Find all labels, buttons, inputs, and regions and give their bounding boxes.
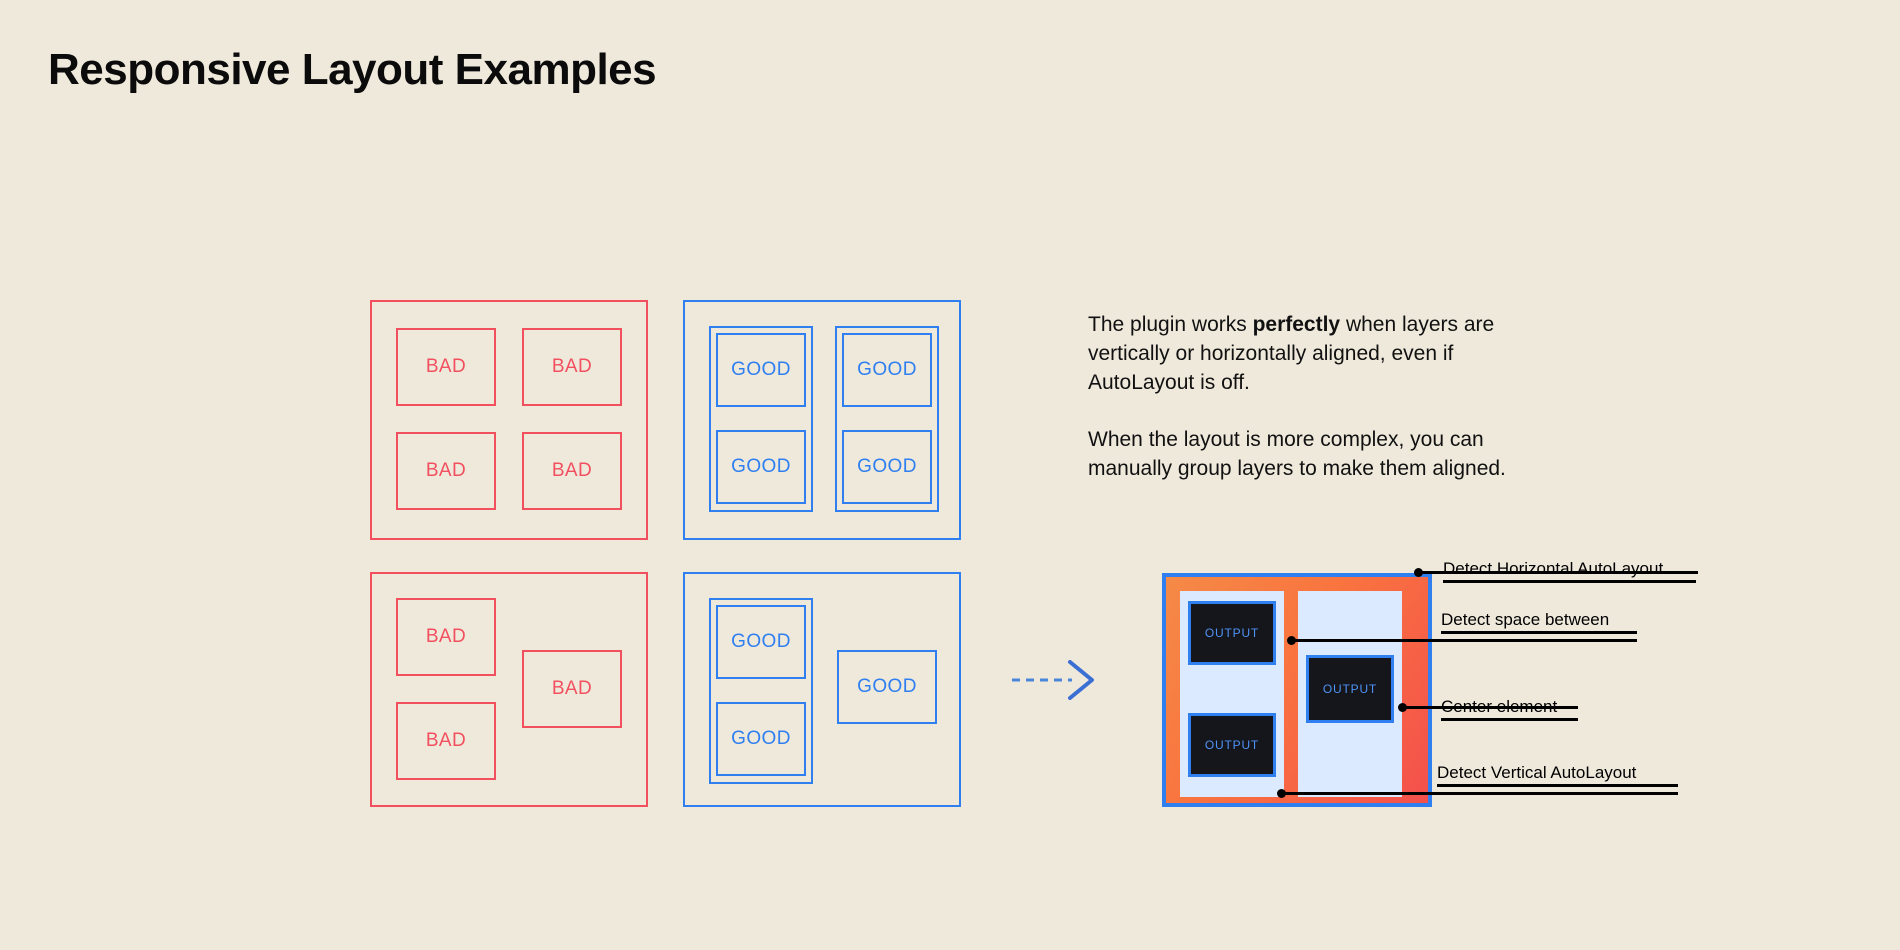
cell-good: GOOD [842, 430, 932, 504]
callout-label: Center element [1441, 697, 1558, 716]
description-paragraph-1: The plugin works perfectly when layers a… [1088, 310, 1558, 397]
description-text: The plugin works perfectly when layers a… [1088, 310, 1558, 483]
cell-good: GOOD [716, 605, 806, 679]
callout-label: Detect Horizontal AutoLayout [1443, 559, 1664, 578]
callout-underline [1437, 784, 1678, 787]
group-box-column-right: GOOD GOOD [835, 326, 939, 512]
description-p1-part2: when layers are vertically or horizontal… [1088, 313, 1495, 394]
output-box: OUTPUT [1306, 655, 1394, 723]
cell-bad: BAD [522, 650, 622, 728]
callout-leader-line [1402, 706, 1578, 709]
cell-bad: BAD [522, 432, 622, 510]
callout-leader-line [1418, 571, 1698, 574]
output-mock-frame: OUTPUT OUTPUT OUTPUT [1162, 573, 1432, 807]
cell-bad: BAD [522, 328, 622, 406]
cell-good: GOOD [842, 333, 932, 407]
flow-arrow-icon [1012, 660, 1094, 700]
group-box-column-left: GOOD GOOD [709, 326, 813, 512]
callout-underline [1443, 580, 1696, 583]
description-paragraph-2: When the layout is more complex, you can… [1088, 428, 1506, 480]
cell-bad: BAD [396, 598, 496, 676]
description-p1-part1: The plugin works [1088, 313, 1253, 336]
cell-bad: BAD [396, 432, 496, 510]
group-box-column-left: GOOD GOOD [709, 598, 813, 784]
output-box: OUTPUT [1188, 601, 1276, 665]
callout-underline [1441, 718, 1578, 721]
callout-label: Detect Vertical AutoLayout [1437, 763, 1637, 782]
panel-good-grid-staggered: GOOD GOOD GOOD [683, 572, 961, 807]
cell-bad: BAD [396, 702, 496, 780]
output-box: OUTPUT [1188, 713, 1276, 777]
cell-bad: BAD [396, 328, 496, 406]
panel-good-grid-aligned: GOOD GOOD GOOD GOOD [683, 300, 961, 540]
page-title: Responsive Layout Examples [48, 45, 657, 94]
panel-bad-grid-staggered: BAD BAD BAD [370, 572, 648, 807]
description-p1-bold: perfectly [1252, 313, 1341, 336]
cell-good: GOOD [716, 333, 806, 407]
cell-good: GOOD [837, 650, 937, 724]
panel-bad-grid-aligned: BAD BAD BAD BAD [370, 300, 648, 540]
callout-underline [1441, 631, 1637, 634]
callout-label: Detect space between [1441, 610, 1610, 629]
callout-leader-line [1291, 639, 1637, 642]
callout-leader-line [1281, 792, 1678, 795]
cell-good: GOOD [716, 702, 806, 776]
cell-good: GOOD [716, 430, 806, 504]
